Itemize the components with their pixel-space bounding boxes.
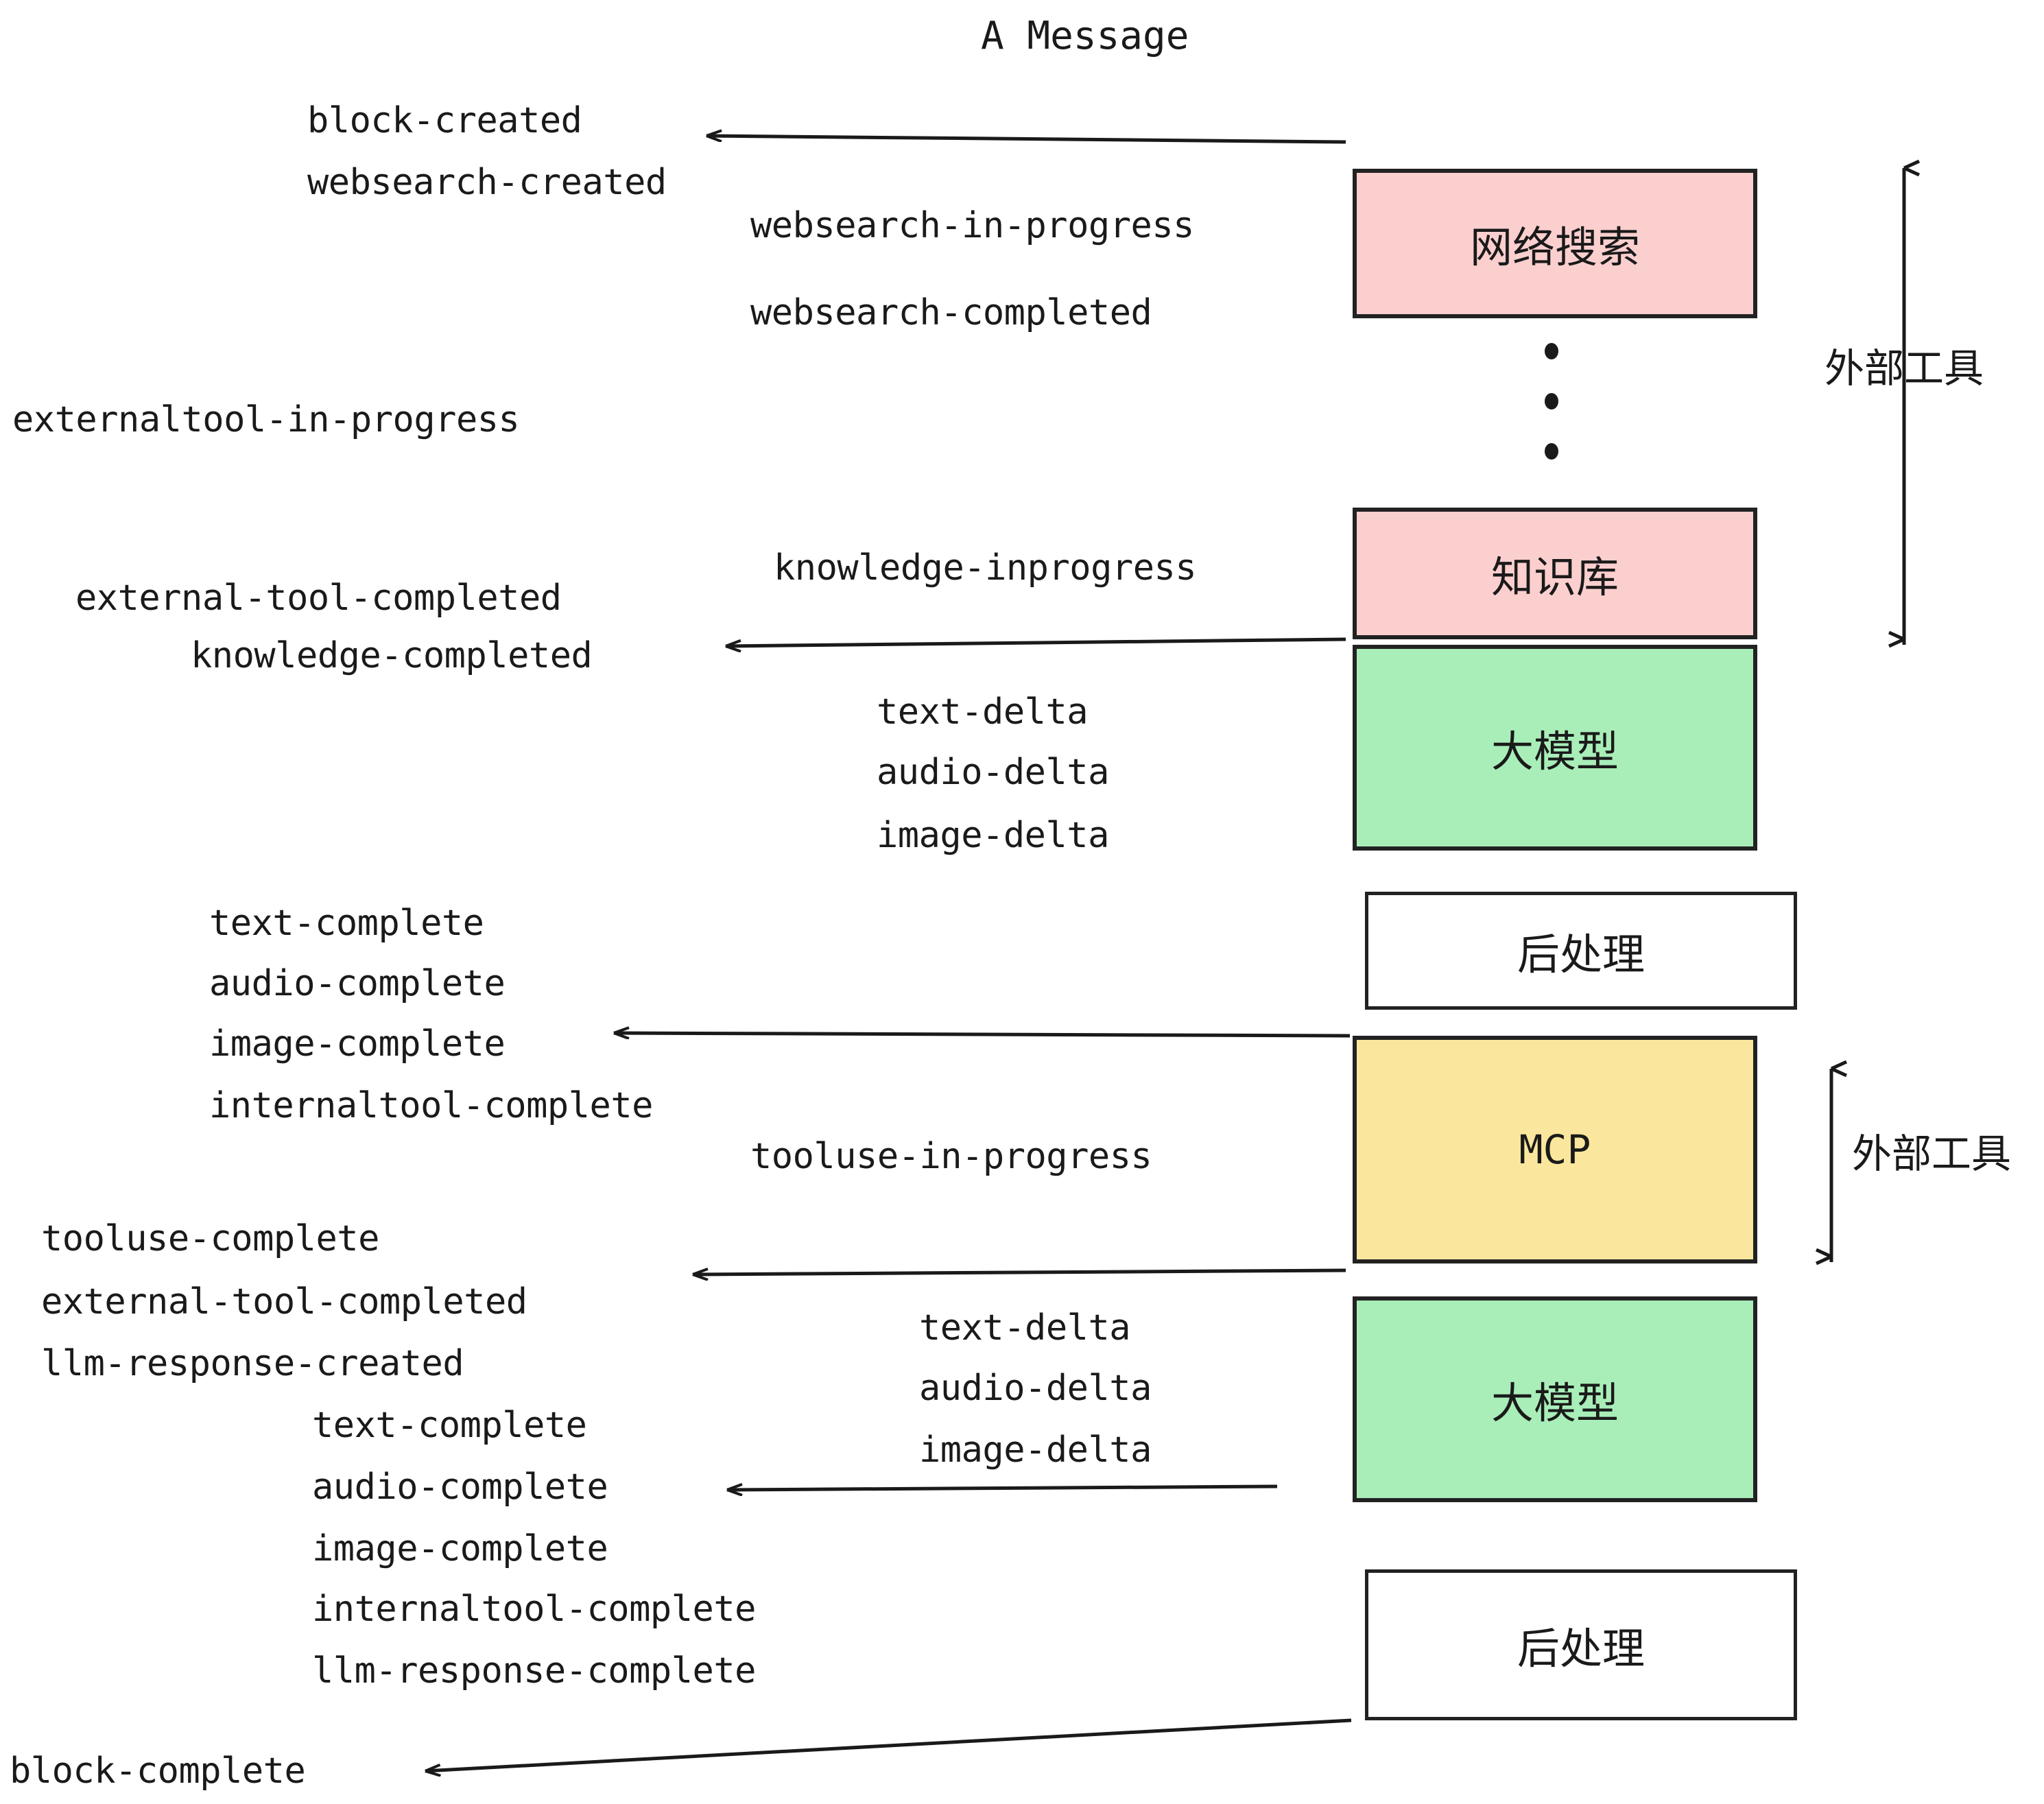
node-postprocess-1: 后处理 bbox=[1365, 892, 1797, 1010]
event-audio-complete-2: audio-complete bbox=[312, 1467, 608, 1508]
event-audio-complete-1: audio-complete bbox=[209, 963, 506, 1004]
bracket-label-external-tools-bottom: 外部工具 bbox=[1852, 1121, 2011, 1179]
arrow-post2-to-block-complete bbox=[425, 1718, 1352, 1771]
dot-1 bbox=[1545, 343, 1558, 359]
bracket-bottom-text: 外部工具 bbox=[1852, 1130, 2012, 1177]
event-knowledge-completed: knowledge-completed bbox=[191, 635, 593, 676]
event-image-delta-1: image-delta bbox=[877, 815, 1109, 856]
event-external-tool-completed-1: external-tool-completed bbox=[75, 578, 562, 619]
arrow-websearch-to-block-created bbox=[706, 136, 1346, 144]
event-audio-delta-1: audio-delta bbox=[877, 752, 1109, 793]
event-image-complete-2: image-complete bbox=[312, 1528, 608, 1569]
event-external-tool-completed-2: external-tool-completed bbox=[41, 1281, 527, 1322]
node-websearch: 网络搜索 bbox=[1353, 169, 1757, 318]
dot-2 bbox=[1545, 393, 1558, 410]
node-llm-1-label: 大模型 bbox=[1490, 726, 1619, 776]
dot-3 bbox=[1545, 443, 1558, 460]
node-knowledge: 知识库 bbox=[1353, 508, 1757, 639]
event-websearch-completed: websearch-completed bbox=[750, 292, 1152, 333]
ellipsis-dots bbox=[1543, 343, 1560, 460]
event-tooluse-in-progress: tooluse-in-progress bbox=[750, 1136, 1152, 1177]
event-text-complete-2: text-complete bbox=[312, 1405, 587, 1446]
node-postprocess-1-label: 后处理 bbox=[1517, 929, 1645, 980]
event-text-delta-1: text-delta bbox=[877, 691, 1089, 733]
event-audio-delta-2: audio-delta bbox=[919, 1368, 1152, 1409]
event-llm-response-created: llm-response-created bbox=[41, 1343, 464, 1384]
event-externaltool-in-progress: externaltool-in-progress bbox=[12, 399, 520, 440]
arrow-knowledge-to-completed bbox=[726, 637, 1346, 646]
diagram-title: A Message bbox=[981, 14, 1189, 58]
event-block-created: block-created bbox=[307, 100, 582, 141]
node-mcp-label: MCP bbox=[1519, 1126, 1591, 1173]
arrow-mcp-to-tooluse-complete bbox=[693, 1270, 1346, 1274]
event-text-delta-2: text-delta bbox=[919, 1307, 1131, 1349]
bracket-top-text: 外部工具 bbox=[1825, 345, 1984, 392]
node-llm-1: 大模型 bbox=[1353, 645, 1757, 851]
event-websearch-in-progress: websearch-in-progress bbox=[750, 205, 1194, 246]
event-llm-response-complete: llm-response-complete bbox=[312, 1650, 756, 1692]
event-websearch-created: websearch-created bbox=[307, 162, 667, 203]
event-block-complete: block-complete bbox=[10, 1750, 306, 1792]
node-llm-2: 大模型 bbox=[1353, 1296, 1757, 1502]
node-postprocess-2: 后处理 bbox=[1365, 1569, 1797, 1720]
node-knowledge-label: 知识库 bbox=[1490, 552, 1619, 602]
event-knowledge-inprogress: knowledge-inprogress bbox=[774, 547, 1197, 589]
arrow-llm2-to-audio-complete bbox=[727, 1486, 1278, 1490]
event-image-complete-1: image-complete bbox=[209, 1023, 506, 1065]
event-internaltool-complete-2: internaltool-complete bbox=[312, 1589, 756, 1630]
arrow-post1-to-image-complete bbox=[614, 1033, 1351, 1036]
event-tooluse-complete: tooluse-complete bbox=[41, 1218, 379, 1259]
event-text-complete-1: text-complete bbox=[209, 903, 484, 944]
event-image-delta-2: image-delta bbox=[919, 1429, 1152, 1471]
node-mcp: MCP bbox=[1353, 1036, 1757, 1263]
bracket-label-external-tools-top: 外部工具 bbox=[1825, 336, 1984, 394]
node-postprocess-2-label: 后处理 bbox=[1517, 1624, 1645, 1674]
node-websearch-label: 网络搜索 bbox=[1469, 222, 1640, 272]
node-llm-2-label: 大模型 bbox=[1490, 1378, 1619, 1428]
event-internaltool-complete-1: internaltool-complete bbox=[209, 1085, 653, 1126]
